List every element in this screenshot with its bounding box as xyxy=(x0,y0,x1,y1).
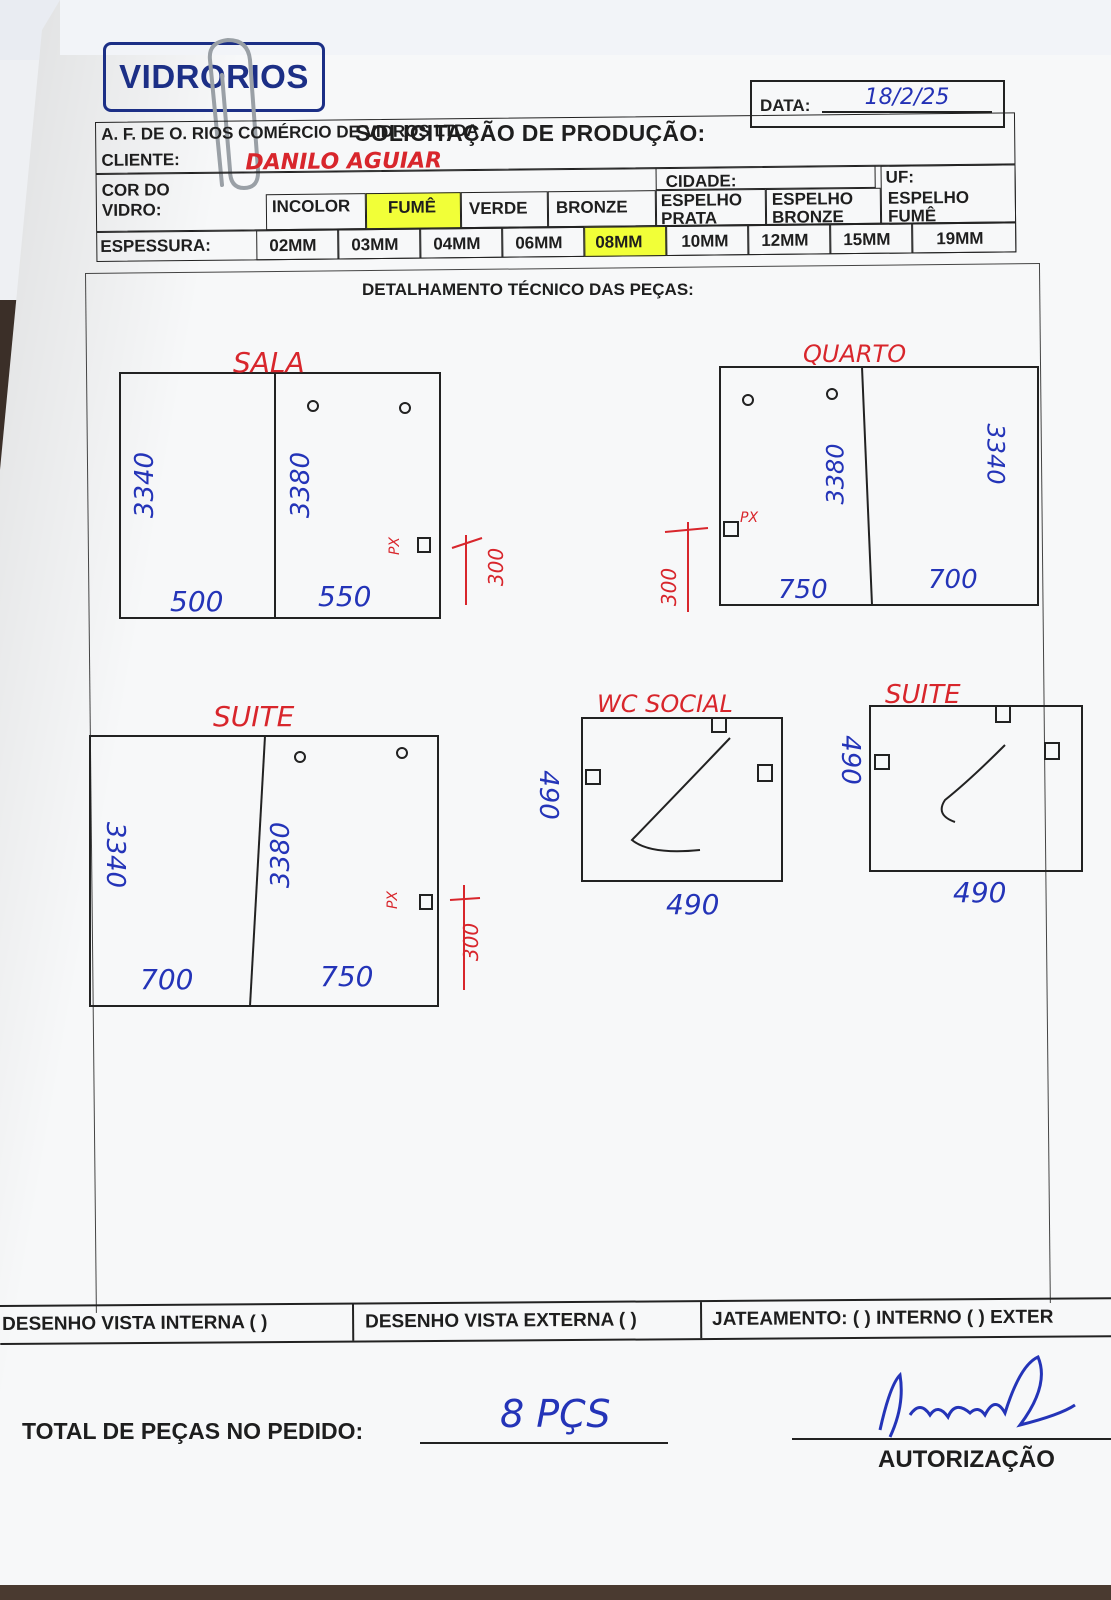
room-label: WC SOCIAL xyxy=(597,690,733,718)
hole-mark xyxy=(307,400,319,412)
hole-mark xyxy=(396,747,408,759)
room-label: SUITE xyxy=(213,700,295,733)
hinge-mark xyxy=(585,769,601,785)
hinge-mark xyxy=(995,705,1011,723)
width-dimension: 490 xyxy=(666,888,720,921)
width-dimension: 750 xyxy=(320,960,374,993)
height-dimension: 3380 xyxy=(266,821,297,889)
hole-mark xyxy=(294,751,306,763)
handle-note: PX xyxy=(387,536,404,556)
room-label: QUARTO xyxy=(803,340,907,368)
height-dimension: 3380 xyxy=(286,451,317,519)
form-title: SOLICITAÇÃO DE PRODUÇÃO: xyxy=(355,120,706,146)
height-dimension: 3340 xyxy=(981,423,1010,485)
hinge-mark xyxy=(874,754,890,770)
glass-panel-outline xyxy=(719,366,1039,606)
panel-divider xyxy=(861,366,873,606)
width-dimension: 750 xyxy=(778,575,828,605)
hinge-mark xyxy=(757,764,773,782)
opening-arc xyxy=(940,744,1006,823)
height-dimension: 490 xyxy=(532,770,563,820)
external-view-option[interactable]: DESENHO VISTA EXTERNA ( ) xyxy=(365,1309,637,1333)
total-pieces-value: 8 PÇS xyxy=(500,1392,611,1436)
footer-divider xyxy=(352,1304,355,1341)
total-pieces-line xyxy=(420,1442,668,1444)
width-dimension: 700 xyxy=(928,565,978,595)
glass-panel-outline xyxy=(119,372,441,619)
width-dimension: 550 xyxy=(318,580,372,613)
height-dimension: 3340 xyxy=(100,821,131,889)
date-box: DATA: 18/2/25 xyxy=(750,80,1005,128)
room-label: SALA xyxy=(233,346,305,379)
authorization-label: AUTORIZAÇÃO xyxy=(878,1446,1055,1473)
handle-height-value: 300 xyxy=(459,922,484,962)
date-label: DATA: xyxy=(760,96,811,115)
height-dimension: 3340 xyxy=(130,451,161,519)
hole-mark xyxy=(742,394,754,406)
opening-arc xyxy=(630,737,731,853)
handle-height-value: 300 xyxy=(657,567,682,607)
panel-divider xyxy=(249,735,266,1007)
width-dimension: 700 xyxy=(140,963,194,996)
handle-mark xyxy=(417,537,431,553)
hole-mark xyxy=(826,388,838,400)
glass-panel-outline xyxy=(869,705,1083,872)
signature-icon xyxy=(878,1355,1076,1438)
hinge-mark xyxy=(711,717,727,733)
handle-height-value: 300 xyxy=(484,547,509,587)
glass-panel-outline xyxy=(581,717,783,882)
handle-note: PX xyxy=(740,510,759,526)
height-dimension: 490 xyxy=(834,735,865,785)
authorization-line xyxy=(792,1438,1111,1440)
handle-height-mark xyxy=(451,537,483,549)
footer-options: DESENHO VISTA INTERNA ( ) DESENHO VISTA … xyxy=(0,1297,1111,1345)
technical-detail-title: DETALHAMENTO TÉCNICO DAS PEÇAS: xyxy=(362,280,694,299)
width-dimension: 490 xyxy=(953,876,1007,909)
room-label: SUITE xyxy=(885,680,961,710)
handle-height-mark xyxy=(449,897,481,901)
hole-mark xyxy=(399,402,411,414)
paper-clip-icon xyxy=(207,37,261,191)
handle-height-mark xyxy=(664,527,709,533)
width-dimension: 500 xyxy=(170,585,224,618)
footer-divider xyxy=(699,1302,703,1339)
handle-note: PX xyxy=(385,890,402,910)
paper-top-strip xyxy=(60,0,1111,55)
handle-mark xyxy=(419,894,433,910)
sandblasting-option[interactable]: JATEAMENTO: ( ) INTERNO ( ) EXTER xyxy=(712,1306,1054,1331)
total-pieces-label: TOTAL DE PEÇAS NO PEDIDO: xyxy=(22,1418,364,1444)
hinge-mark xyxy=(1044,742,1060,760)
internal-view-option[interactable]: DESENHO VISTA INTERNA ( ) xyxy=(2,1312,268,1335)
height-dimension: 3380 xyxy=(821,443,850,505)
table-surface xyxy=(0,1585,1111,1600)
date-value: 18/2/25 xyxy=(822,85,992,113)
handle-mark xyxy=(723,521,739,537)
